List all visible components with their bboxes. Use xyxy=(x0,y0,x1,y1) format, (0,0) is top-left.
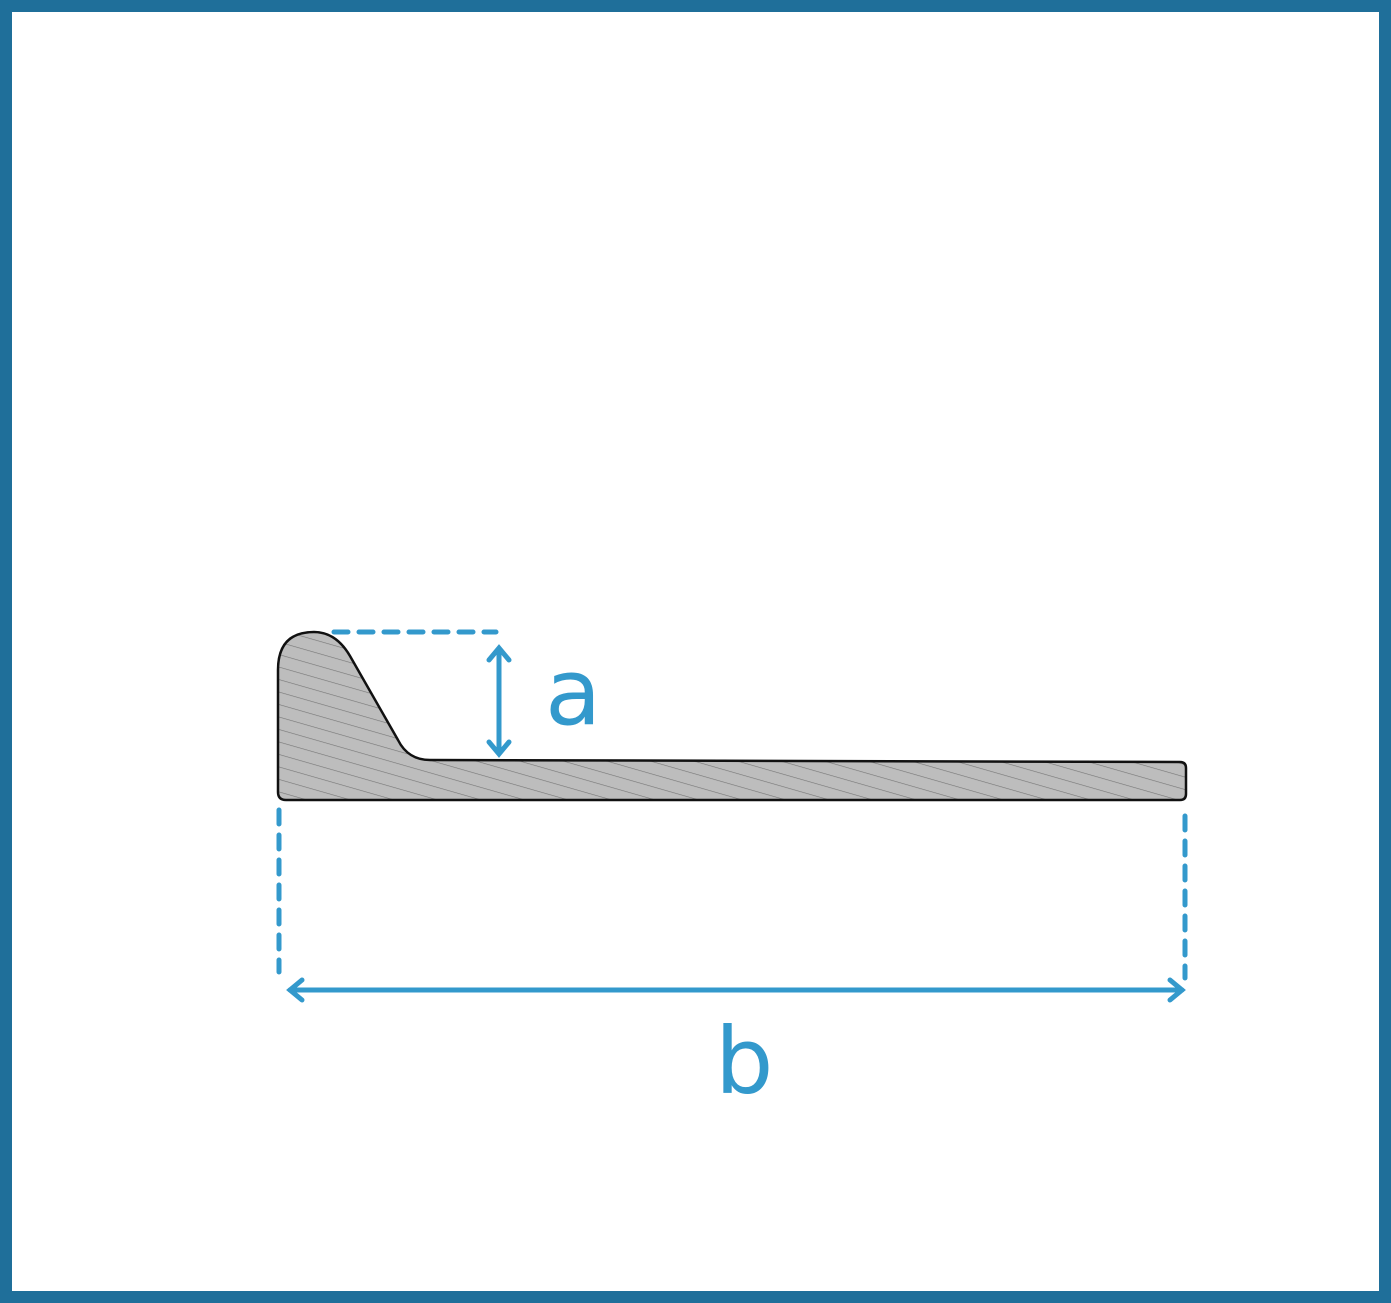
height-dimension-arrow xyxy=(486,644,512,758)
width-label: b xyxy=(715,1008,773,1115)
width-dimension-arrow xyxy=(286,977,1186,1003)
height-label: a xyxy=(545,639,601,746)
